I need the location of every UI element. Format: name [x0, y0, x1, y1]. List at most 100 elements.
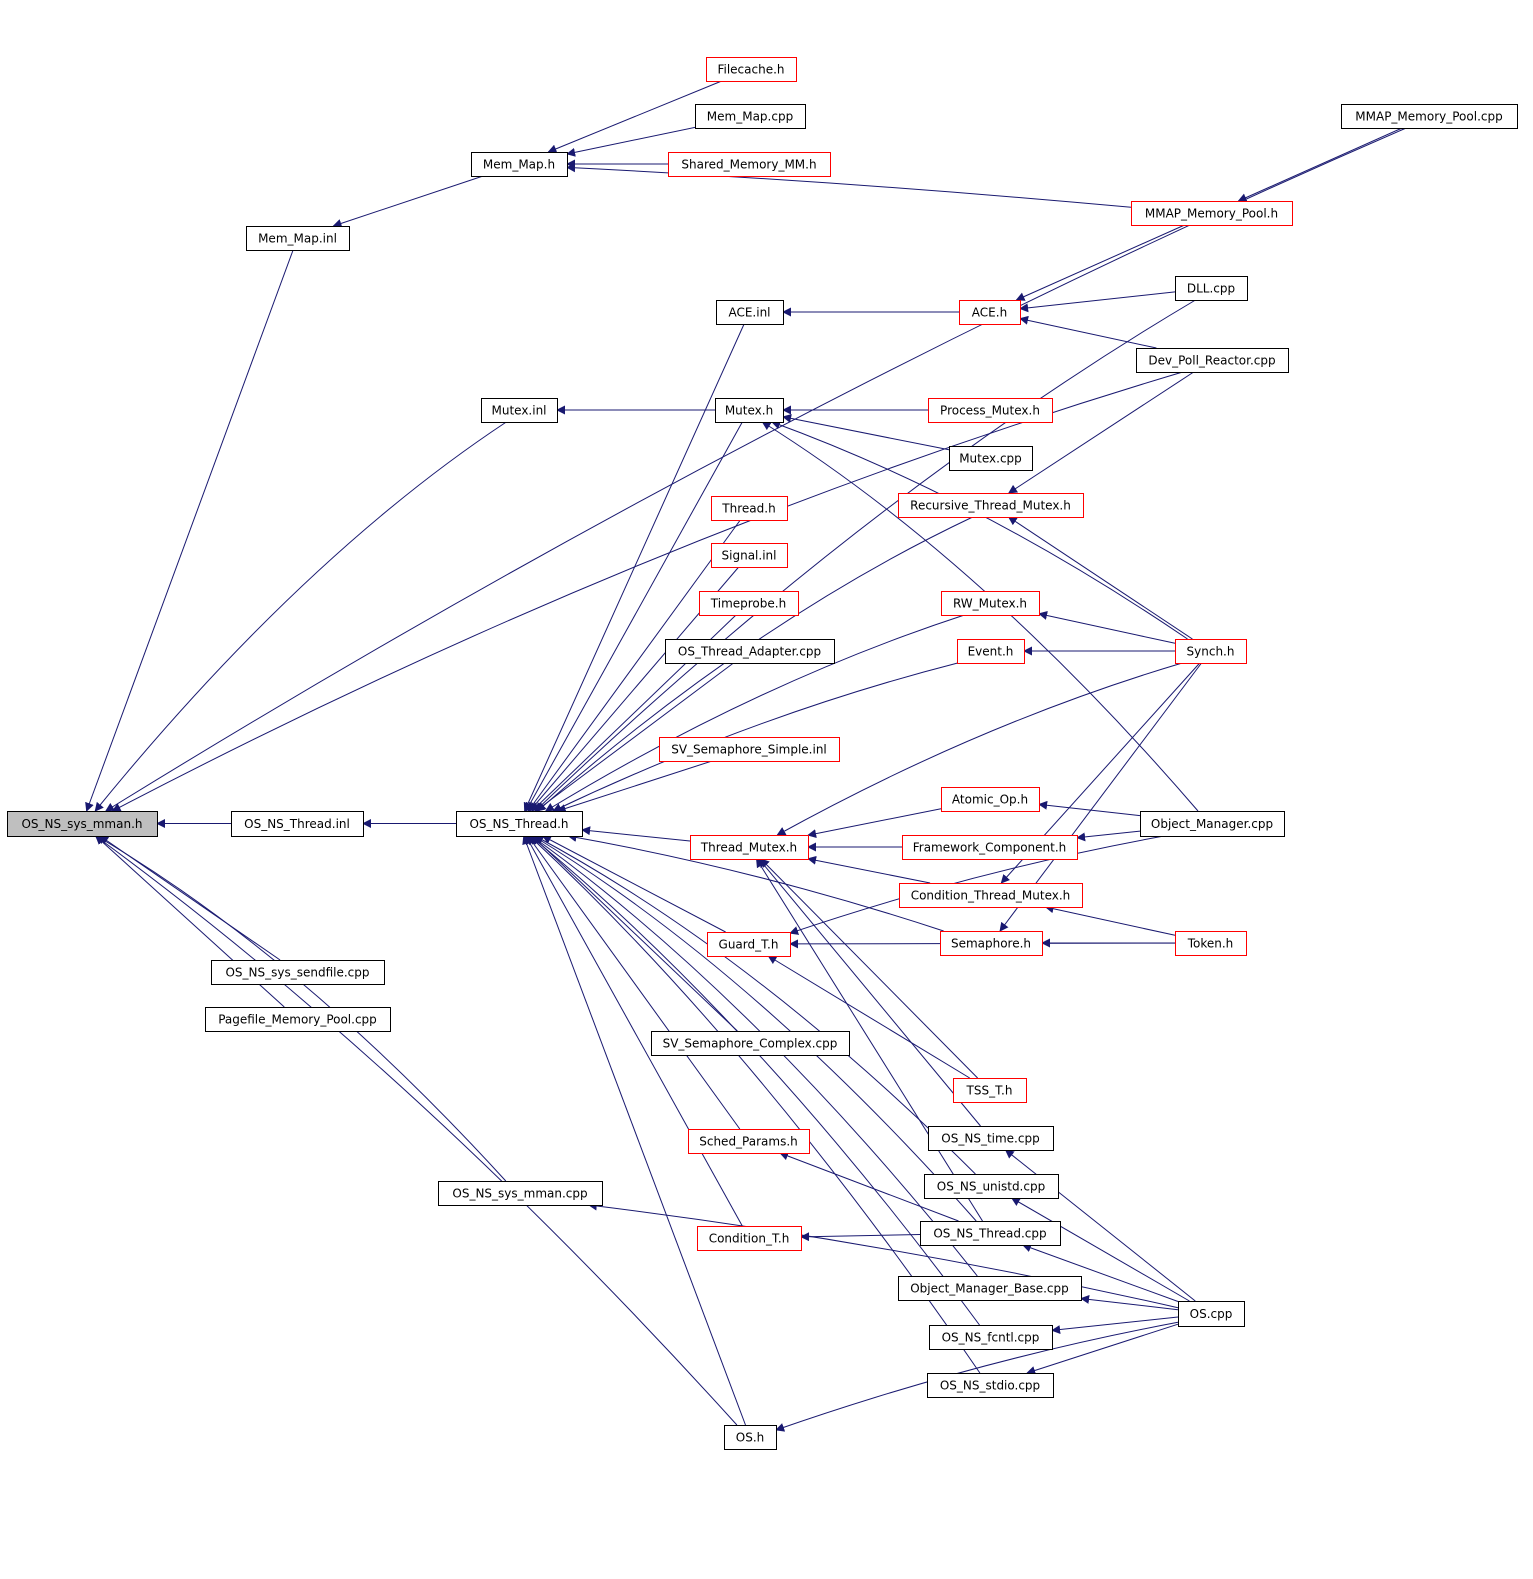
node-tss-t-h[interactable]: TSS_T.h: [953, 1078, 1027, 1103]
node-atomic-op-h[interactable]: Atomic_Op.h: [941, 787, 1040, 812]
node-synch-h[interactable]: Synch.h: [1175, 639, 1247, 664]
node-ace-h[interactable]: ACE.h: [959, 300, 1021, 325]
node-mem-map-inl[interactable]: Mem_Map.inl: [246, 226, 350, 251]
node-box[interactable]: [471, 152, 568, 177]
node-os-h[interactable]: OS.h: [724, 1425, 777, 1450]
node-box[interactable]: [898, 493, 1084, 518]
node-mmap-memory-pool-cpp[interactable]: MMAP_Memory_Pool.cpp: [1341, 104, 1518, 129]
node-os-ns-sys-sendfile-cpp[interactable]: OS_NS_sys_sendfile.cpp: [211, 960, 385, 985]
node-box[interactable]: [1175, 276, 1248, 301]
node-box[interactable]: [697, 1226, 802, 1251]
node-token-h[interactable]: Token.h: [1175, 931, 1247, 956]
node-thread-mutex-h[interactable]: Thread_Mutex.h: [690, 835, 809, 860]
node-box[interactable]: [929, 1325, 1053, 1350]
node-mutex-inl[interactable]: Mutex.inl: [481, 398, 558, 423]
node-sv-semaphore-complex-cpp[interactable]: SV_Semaphore_Complex.cpp: [651, 1031, 850, 1056]
node-box[interactable]: [205, 1007, 391, 1032]
node-box[interactable]: [695, 104, 806, 129]
node-box[interactable]: [211, 960, 385, 985]
node-os-thread-adapter-cpp[interactable]: OS_Thread_Adapter.cpp: [665, 639, 835, 664]
node-process-mutex-h[interactable]: Process_Mutex.h: [928, 398, 1053, 423]
node-box[interactable]: [715, 398, 784, 423]
node-box[interactable]: [949, 446, 1033, 471]
node-object-manager-cpp[interactable]: Object_Manager.cpp: [1140, 811, 1285, 837]
node-ace-inl[interactable]: ACE.inl: [716, 300, 784, 325]
node-box[interactable]: [1341, 104, 1518, 129]
node-os-ns-sys-mman-h[interactable]: OS_NS_sys_mman.h: [7, 811, 158, 837]
node-mem-map-h[interactable]: Mem_Map.h: [471, 152, 568, 177]
node-os-ns-stdio-cpp[interactable]: OS_NS_stdio.cpp: [927, 1373, 1054, 1398]
node-box[interactable]: [456, 811, 583, 837]
node-dev-poll-reactor-cpp[interactable]: Dev_Poll_Reactor.cpp: [1136, 348, 1289, 373]
node-filecache-h[interactable]: Filecache.h: [706, 57, 797, 82]
node-box[interactable]: [928, 1126, 1054, 1151]
node-box[interactable]: [699, 591, 799, 616]
node-box[interactable]: [941, 787, 1040, 812]
node-box[interactable]: [231, 811, 364, 837]
node-mem-map-cpp[interactable]: Mem_Map.cpp: [695, 104, 806, 129]
node-box[interactable]: [481, 398, 558, 423]
node-box[interactable]: [711, 543, 788, 568]
node-box[interactable]: [1136, 348, 1289, 373]
node-box[interactable]: [953, 1078, 1027, 1103]
node-box[interactable]: [711, 496, 788, 521]
node-box[interactable]: [1140, 811, 1285, 837]
node-box[interactable]: [706, 57, 797, 82]
node-condition-t-h[interactable]: Condition_T.h: [697, 1226, 802, 1251]
node-dll-cpp[interactable]: DLL.cpp: [1175, 276, 1248, 301]
node-timeprobe-h[interactable]: Timeprobe.h: [699, 591, 799, 616]
node-object-manager-base-cpp[interactable]: Object_Manager_Base.cpp: [898, 1276, 1082, 1301]
node-os-ns-time-cpp[interactable]: OS_NS_time.cpp: [928, 1126, 1054, 1151]
node-framework-component-h[interactable]: Framework_Component.h: [902, 835, 1078, 860]
node-box[interactable]: [902, 835, 1078, 860]
node-box[interactable]: [899, 883, 1083, 908]
node-box[interactable]: [928, 398, 1053, 423]
node-box[interactable]: [1175, 639, 1247, 664]
node-guard-t-h[interactable]: Guard_T.h: [707, 932, 791, 957]
node-box[interactable]: [7, 811, 158, 837]
node-mmap-memory-pool-h[interactable]: MMAP_Memory_Pool.h: [1131, 201, 1293, 226]
node-recursive-thread-mutex-h[interactable]: Recursive_Thread_Mutex.h: [898, 493, 1084, 518]
node-box[interactable]: [927, 1373, 1054, 1398]
node-os-ns-fcntl-cpp[interactable]: OS_NS_fcntl.cpp: [929, 1325, 1053, 1350]
node-box[interactable]: [940, 931, 1043, 956]
node-box[interactable]: [707, 932, 791, 957]
node-pagefile-memory-pool-cpp[interactable]: Pagefile_Memory_Pool.cpp: [205, 1007, 391, 1032]
node-sched-params-h[interactable]: Sched_Params.h: [688, 1129, 810, 1154]
node-box[interactable]: [957, 639, 1025, 664]
node-box[interactable]: [665, 639, 835, 664]
node-box[interactable]: [1131, 201, 1293, 226]
node-box[interactable]: [898, 1276, 1082, 1301]
node-box[interactable]: [668, 152, 831, 177]
node-box[interactable]: [438, 1181, 603, 1206]
node-box[interactable]: [716, 300, 784, 325]
node-os-ns-thread-inl[interactable]: OS_NS_Thread.inl: [231, 811, 364, 837]
node-box[interactable]: [924, 1174, 1059, 1199]
node-box[interactable]: [920, 1221, 1061, 1246]
node-mutex-cpp[interactable]: Mutex.cpp: [949, 446, 1033, 471]
node-event-h[interactable]: Event.h: [957, 639, 1025, 664]
node-box[interactable]: [941, 591, 1040, 616]
node-shared-memory-mm-h[interactable]: Shared_Memory_MM.h: [668, 152, 831, 177]
node-sv-semaphore-simple-inl[interactable]: SV_Semaphore_Simple.inl: [659, 737, 840, 762]
node-box[interactable]: [246, 226, 350, 251]
node-os-ns-thread-cpp[interactable]: OS_NS_Thread.cpp: [920, 1221, 1061, 1246]
node-mutex-h[interactable]: Mutex.h: [715, 398, 784, 423]
node-os-ns-unistd-cpp[interactable]: OS_NS_unistd.cpp: [924, 1174, 1059, 1199]
node-box[interactable]: [688, 1129, 810, 1154]
node-condition-thread-mutex-h[interactable]: Condition_Thread_Mutex.h: [899, 883, 1083, 908]
node-box[interactable]: [1178, 1301, 1245, 1327]
node-box[interactable]: [651, 1031, 850, 1056]
node-rw-mutex-h[interactable]: RW_Mutex.h: [941, 591, 1040, 616]
node-os-cpp[interactable]: OS.cpp: [1178, 1301, 1245, 1327]
node-box[interactable]: [724, 1425, 777, 1450]
node-box[interactable]: [659, 737, 840, 762]
node-os-ns-thread-h[interactable]: OS_NS_Thread.h: [456, 811, 583, 837]
node-signal-inl[interactable]: Signal.inl: [711, 543, 788, 568]
node-box[interactable]: [959, 300, 1021, 325]
node-semaphore-h[interactable]: Semaphore.h: [940, 931, 1043, 956]
node-box[interactable]: [690, 835, 809, 860]
node-thread-h[interactable]: Thread.h: [711, 496, 788, 521]
node-box[interactable]: [1175, 931, 1247, 956]
node-os-ns-sys-mman-cpp[interactable]: OS_NS_sys_mman.cpp: [438, 1181, 603, 1206]
